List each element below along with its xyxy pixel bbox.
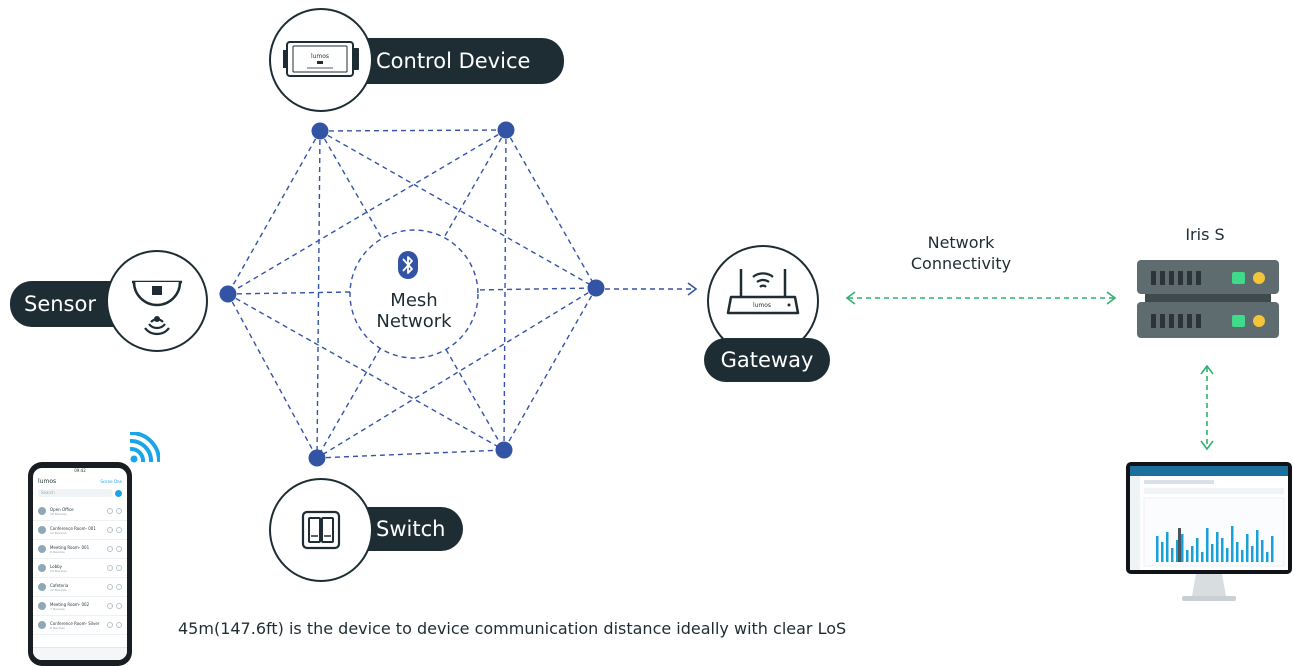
room-settings-icon[interactable] (107, 565, 113, 571)
gateway-label: Gateway (704, 338, 830, 382)
switch-icon (301, 510, 341, 550)
phone-add-button[interactable] (115, 489, 122, 497)
switch-circle (269, 478, 373, 582)
svg-text:lumos: lumos (753, 302, 771, 309)
room-sub: 24 Devices (50, 568, 67, 573)
room-power-icon[interactable] (116, 565, 122, 571)
sensor-icon (132, 280, 182, 336)
monitor-dashboard (1126, 462, 1292, 601)
phone-screen: 09:42 lumos Scene One Search Open Office… (33, 468, 127, 660)
server-icon (1137, 260, 1279, 338)
mesh-nodes (219, 121, 605, 467)
room-sub: 8 Devices (50, 625, 65, 630)
server-label: Iris S (1185, 225, 1225, 244)
room-name: Open Office (50, 506, 74, 512)
room-avatar-icon (38, 583, 46, 591)
server-monitor-arrow (1200, 364, 1214, 451)
room-sub: 12 Devices (50, 587, 67, 592)
phone-header-link[interactable]: Scene One (100, 478, 122, 484)
room-avatar-icon (38, 545, 46, 553)
mesh-node (587, 279, 605, 297)
bluetooth-icon (398, 251, 418, 279)
room-name: Cafeteria (50, 582, 69, 588)
room-power-icon[interactable] (116, 622, 122, 628)
mesh-label: Mesh Network (376, 290, 452, 332)
mesh-node (219, 285, 237, 303)
sensor-circle (106, 250, 208, 352)
room-settings-icon[interactable] (107, 622, 113, 628)
room-avatar-icon (38, 526, 46, 534)
room-sub: 7 Devices (50, 606, 65, 611)
wifi-icon (129, 432, 160, 463)
room-settings-icon[interactable] (107, 508, 113, 514)
room-name: Meeting Room- 002 (50, 601, 90, 607)
phone-brand: lumos (38, 477, 57, 485)
room-avatar-icon (38, 621, 46, 629)
phone-tab-bar (33, 647, 127, 660)
room-settings-icon[interactable] (107, 546, 113, 552)
phone-time: 09:42 (74, 468, 86, 473)
room-sub: 16 Devices (50, 511, 67, 516)
room-settings-icon[interactable] (107, 527, 113, 533)
room-name: Conference Room- 001 (50, 525, 96, 531)
mesh-node (497, 121, 515, 139)
room-avatar-icon (38, 602, 46, 610)
room-power-icon[interactable] (116, 527, 122, 533)
room-name: Lobby (50, 563, 63, 569)
svg-text:lumos: lumos (311, 53, 329, 60)
mesh-circle (349, 229, 479, 359)
mesh-node (495, 441, 513, 459)
phone-search-input[interactable]: Search (38, 489, 112, 497)
router-icon: lumos (726, 269, 800, 315)
room-settings-icon[interactable] (107, 603, 113, 609)
room-settings-icon[interactable] (107, 584, 113, 590)
control-device-circle: lumos (269, 8, 373, 112)
room-power-icon[interactable] (116, 584, 122, 590)
mesh-node (308, 449, 326, 467)
mesh-node (311, 122, 329, 140)
room-sub: 6 Devices (50, 549, 65, 554)
room-power-icon[interactable] (116, 508, 122, 514)
room-avatar-icon (38, 507, 46, 515)
phone-device: 09:42 lumos Scene One Search Open Office… (28, 462, 132, 666)
network-connectivity-arrow (845, 291, 1117, 305)
room-power-icon[interactable] (116, 546, 122, 552)
dashboard-bars (1156, 526, 1274, 562)
range-footnote: 45m(147.6ft) is the device to device com… (178, 619, 847, 638)
room-avatar-icon (38, 564, 46, 572)
network-connectivity-label: Network Connectivity (910, 233, 1012, 273)
room-name: Conference Room- Silver (50, 620, 100, 626)
room-name: Meeting Room- 001 (50, 544, 90, 550)
room-sub: 12 Devices (50, 530, 67, 535)
control-device-icon: lumos (283, 41, 359, 77)
room-power-icon[interactable] (116, 603, 122, 609)
